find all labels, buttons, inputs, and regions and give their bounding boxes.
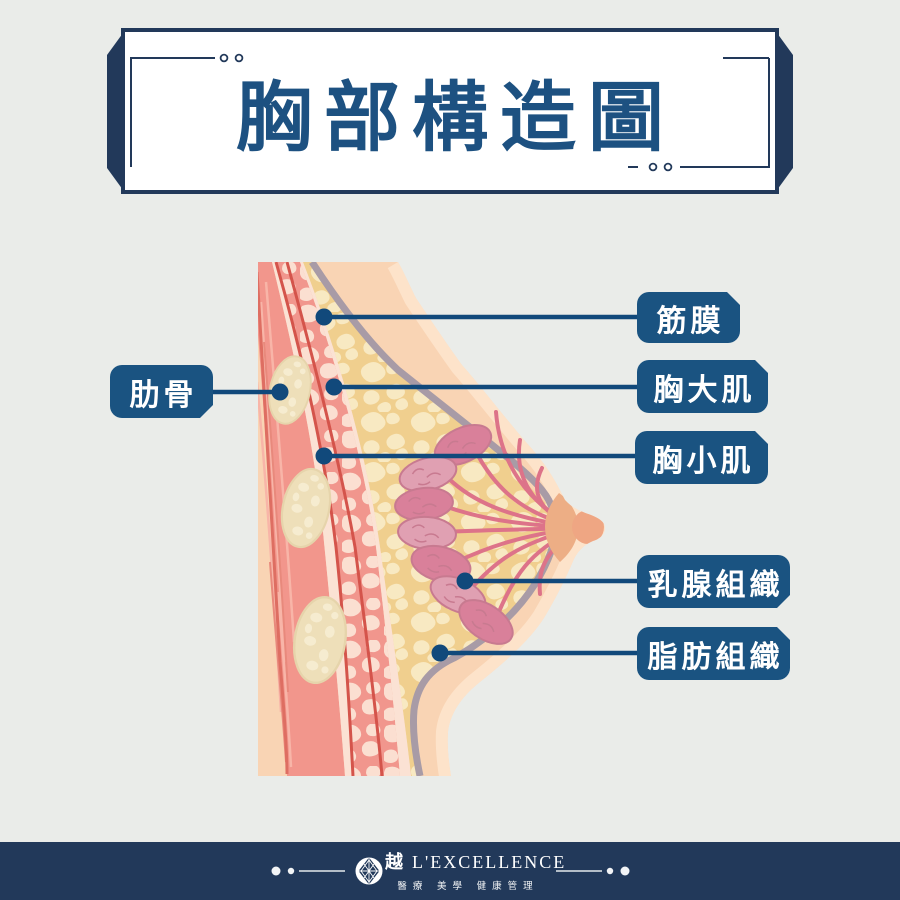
- gland-lobes: [394, 424, 514, 645]
- brand-logo-icon: [355, 857, 383, 885]
- title-banner-ribbon: [107, 28, 793, 194]
- skin-highlight-band: [387, 262, 605, 776]
- label-pectoralis-major: 胸大肌: [637, 360, 768, 413]
- areola: [545, 493, 578, 562]
- breast-anatomy-illustration: [258, 262, 605, 776]
- footer-decorations: [271, 857, 630, 885]
- brand-tagline: 醫療 美學 健康管理: [397, 881, 539, 892]
- banner-corner-lines: [130, 57, 770, 168]
- fat-gap-band: [300, 262, 411, 776]
- nipple: [572, 510, 604, 544]
- label-mammary-gland: 乳腺組織: [637, 555, 790, 608]
- fascia-gap-band: [272, 262, 353, 776]
- label-pectoralis-minor: 胸小肌: [635, 431, 768, 484]
- label-fat-tissue: 脂肪組織: [637, 627, 790, 680]
- footer-bar: 越 L'EXCELLENCE 醫療 美學 健康管理: [0, 842, 900, 900]
- page-title: 胸部構造圖: [236, 76, 676, 161]
- footer-brand: 越 L'EXCELLENCE 醫療 美學 健康管理: [385, 848, 564, 892]
- label-fascia: 筋膜: [637, 292, 740, 343]
- brand-cjk: 越: [385, 852, 405, 872]
- pectoral-divider-lines: [274, 262, 384, 776]
- label-rib: 肋骨: [110, 365, 213, 418]
- muscle-edge-line: [258, 271, 289, 775]
- banner-corner-rings: [219, 53, 673, 172]
- brand-latin: L'EXCELLENCE: [412, 852, 567, 872]
